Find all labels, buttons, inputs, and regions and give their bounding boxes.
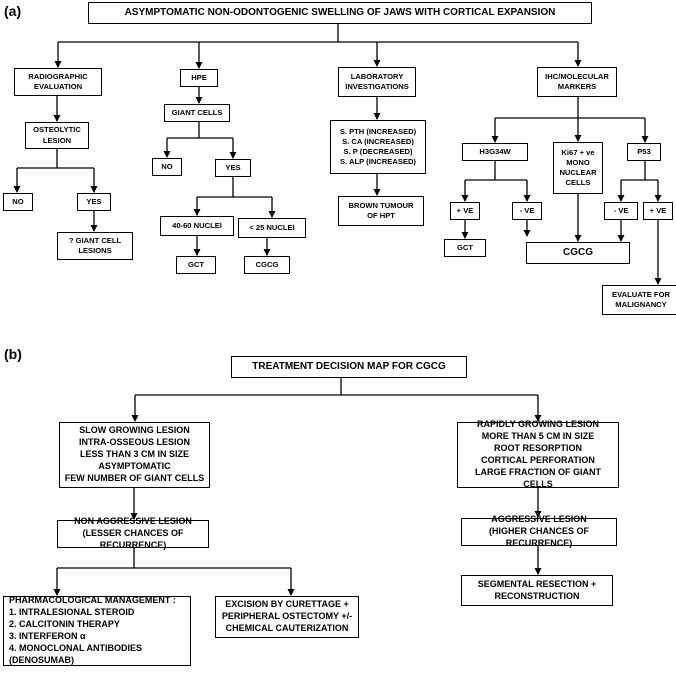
hpe-cgcg-box: CGCG — [244, 256, 290, 274]
hpe-yes-box: YES — [215, 159, 251, 177]
laboratory-values-box: S. PTH (INCREASED) S. CA (INCREASED) S. … — [330, 120, 426, 174]
giant-cell-lesions-box: ? GIANT CELL LESIONS — [57, 232, 133, 260]
h3g34w-negative-box: - VE — [512, 202, 542, 220]
radiographic-evaluation-box: RADIOGRAPHIC EVALUATION — [14, 68, 102, 96]
osteolytic-lesion-box: OSTEOLYTIC LESION — [25, 122, 89, 149]
h3g34w-gct-box: GCT — [444, 239, 486, 257]
rapid-growing-features-box: RAPIDLY GROWING LESION MORE THAN 5 CM IN… — [457, 419, 619, 489]
panel-a-label: (a) — [4, 3, 22, 19]
radiographic-yes-box: YES — [77, 193, 111, 211]
brown-tumour-box: BROWN TUMOUR OF HPT — [338, 196, 424, 226]
nuclei-lt-25-box: < 25 NUCLEI — [238, 218, 306, 238]
h3g34w-positive-box: + VE — [450, 202, 480, 220]
nuclei-40-60-box: 40-60 NUCLEI — [160, 216, 234, 236]
panel-a-title-box: ASYMPTOMATIC NON-ODONTOGENIC SWELLING OF… — [88, 2, 592, 24]
hpe-gct-box: GCT — [176, 256, 216, 274]
p53-box: P53 — [627, 143, 661, 161]
cgcg-final-box: CGCG — [526, 242, 630, 264]
p53-positive-box: + VE — [643, 202, 673, 220]
panel-b-label: (b) — [4, 346, 22, 362]
hpe-no-box: NO — [152, 158, 182, 176]
segmental-resection-box: SEGMENTAL RESECTION + RECONSTRUCTION — [461, 575, 613, 606]
radiographic-no-box: NO — [3, 193, 33, 211]
evaluate-malignancy-box: EVALUATE FOR MALIGNANCY — [602, 285, 676, 315]
slow-growing-features-box: SLOW GROWING LESION INTRA-OSSEOUS LESION… — [59, 422, 210, 488]
excision-curettage-box: EXCISION BY CURETTAGE + PERIPHERAL OSTEC… — [215, 596, 359, 638]
ki67-box: Ki67 + ve MONO NUCLEAR CELLS — [553, 142, 603, 194]
non-aggressive-lesion-box: NON AGGRESSIVE LESION (LESSER CHANCES OF… — [57, 516, 209, 550]
panel-b-title-box: TREATMENT DECISION MAP FOR CGCG — [231, 356, 467, 378]
giant-cells-box: GIANT CELLS — [164, 104, 230, 122]
ihc-molecular-markers-box: IHC/MOLECULAR MARKERS — [537, 67, 617, 97]
hpe-box: HPE — [180, 69, 218, 87]
p53-negative-box: - VE — [604, 202, 638, 220]
pharmacological-management-box: PHARMACOLOGICAL MANAGEMENT : 1. INTRALES… — [3, 595, 191, 666]
connector-arrows — [13, 24, 662, 596]
laboratory-investigations-box: LABORATORY INVESTIGATIONS — [338, 67, 416, 97]
aggressive-lesion-box: AGGRESSIVE LESION (HIGHER CHANCES OF REC… — [461, 514, 617, 548]
h3g34w-box: H3G34W — [462, 143, 528, 161]
